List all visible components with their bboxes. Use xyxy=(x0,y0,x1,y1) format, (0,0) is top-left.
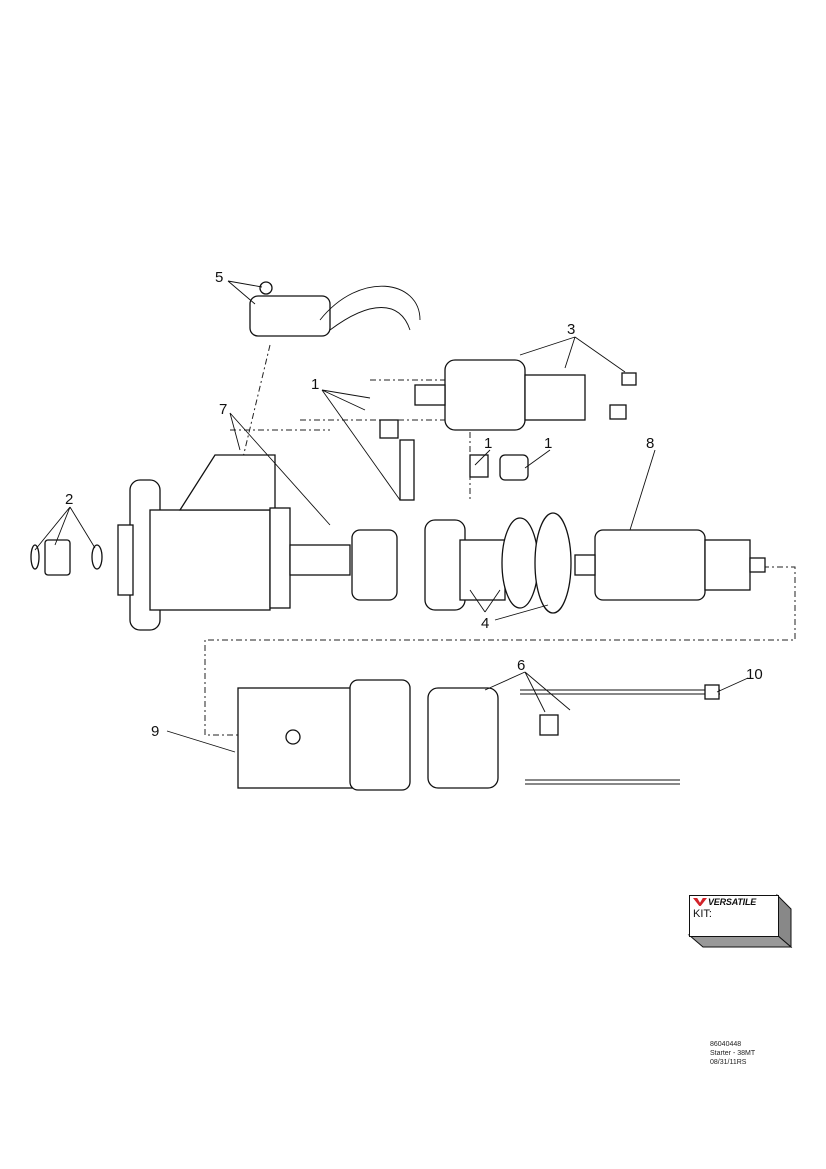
callout-8: 8 xyxy=(646,435,654,452)
callout-7: 7 xyxy=(219,401,227,418)
callout-5: 5 xyxy=(215,269,223,286)
callout-4: 4 xyxy=(481,615,489,632)
brand-logo: VERSATILE xyxy=(693,897,756,907)
kit-label: KIT: xyxy=(693,908,712,920)
description: Starter - 38MT xyxy=(710,1050,756,1057)
date-code: 08/31/11RS xyxy=(710,1059,747,1066)
leader-lines xyxy=(34,280,749,753)
field-frame xyxy=(237,679,411,791)
solenoid-assembly xyxy=(249,281,421,337)
callout-9: 9 xyxy=(151,723,159,740)
shift-lever xyxy=(379,419,529,501)
callout-1: 1 xyxy=(544,435,552,452)
callout-6: 6 xyxy=(517,657,525,674)
callout-3: 3 xyxy=(567,321,575,338)
drawing-info: 86040448 Starter - 38MT 08/31/11RS xyxy=(710,1040,755,1067)
planetary-gear-set xyxy=(351,512,572,614)
callout-10: 10 xyxy=(746,666,763,683)
part-number: 86040448 xyxy=(710,1041,742,1048)
brand-name: VERSATILE xyxy=(708,897,757,907)
end-cover xyxy=(427,684,720,789)
callout-2: 2 xyxy=(65,491,73,508)
versatile-logo-icon xyxy=(693,898,707,906)
pinion-gear xyxy=(30,539,103,576)
solenoid-switch xyxy=(414,359,637,431)
kit-box: VERSATILE KIT: xyxy=(689,895,779,937)
callout-1: 1 xyxy=(311,376,319,393)
drive-housing xyxy=(117,454,351,631)
armature xyxy=(574,529,766,601)
callout-1: 1 xyxy=(484,435,492,452)
